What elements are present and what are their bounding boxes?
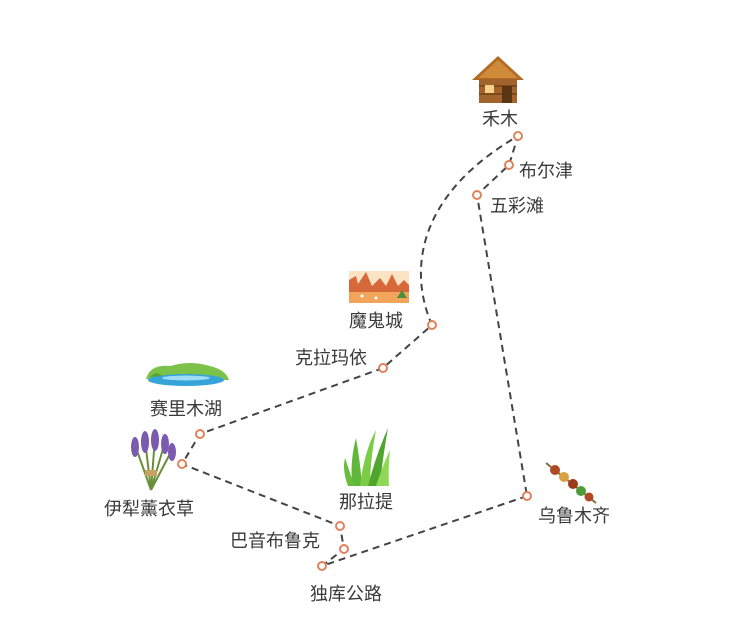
kebab-skewer-icon [545, 462, 597, 504]
place-label-hemu: 禾木 [482, 109, 518, 130]
wooden-hut-icon [472, 56, 524, 103]
desert-canyon-icon [349, 271, 409, 303]
place-label-duku: 独库公路 [310, 584, 382, 605]
place-label-bayinbuluke: 巴音布鲁克 [230, 531, 320, 552]
marker-kelamayi[interactable] [378, 363, 388, 373]
place-label-kelamayi: 克拉玛依 [295, 348, 367, 369]
place-label-wulumuqi: 乌鲁木齐 [538, 506, 610, 527]
marker-moguicheng[interactable] [427, 320, 437, 330]
marker-bayinbuluke-2[interactable] [339, 544, 349, 554]
marker-wucaitan[interactable] [472, 190, 482, 200]
grass-icon [344, 428, 390, 486]
place-label-moguicheng: 魔鬼城 [349, 311, 403, 332]
lake-icon [146, 363, 229, 386]
place-label-sailimuhu: 赛里木湖 [150, 399, 222, 420]
marker-sailimuhu[interactable] [195, 429, 205, 439]
marker-wulumuqi[interactable] [522, 491, 532, 501]
marker-buerjin[interactable] [504, 160, 514, 170]
route-line [180, 133, 528, 567]
place-label-yili: 伊犁薰衣草 [104, 499, 194, 520]
place-label-nalati: 那拉提 [339, 492, 393, 513]
marker-duku[interactable] [317, 561, 327, 571]
marker-yili[interactable] [177, 459, 187, 469]
place-label-wucaitan: 五彩滩 [490, 196, 544, 217]
place-label-buerjin: 布尔津 [519, 161, 573, 182]
marker-bayinbuluke-1[interactable] [335, 521, 345, 531]
lavender-icon [131, 429, 176, 491]
marker-hemu[interactable] [513, 131, 523, 141]
